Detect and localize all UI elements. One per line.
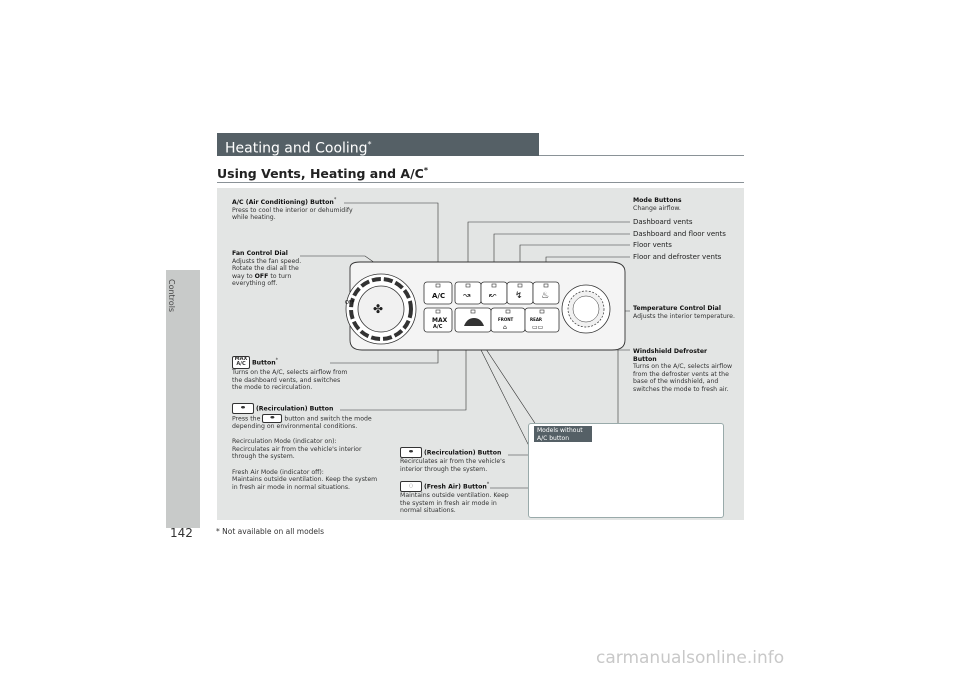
recirculation-icon: ⬬ xyxy=(232,403,254,414)
recirculation-title: (Recirculation) Button xyxy=(255,405,334,413)
recirculation-off-desc: Maintains outside ventilation. Keep the … xyxy=(232,476,378,491)
temperature-callout: Temperature Control Dial Adjusts the int… xyxy=(633,305,743,320)
fan-dial-desc-1: Adjusts the fan speed. xyxy=(232,257,302,265)
inset-tag-1: Models without xyxy=(537,427,583,434)
recirculation-on-head: Recirculation Mode (indicator on): xyxy=(232,438,337,446)
watermark: carmanualsonline.info xyxy=(596,648,785,668)
mode-floor-defroster-vents: Floor and defroster vents xyxy=(633,253,722,261)
fresh-air-callout: ◌ (Fresh Air) Button* Maintains outside … xyxy=(400,481,518,515)
temperature-desc: Adjusts the interior temperature. xyxy=(633,312,735,320)
mode-buttons-callout: Mode Buttons Change airflow. xyxy=(633,197,733,212)
mode-floor-vents: Floor vents xyxy=(633,241,672,249)
fresh-air-icon: ◌ xyxy=(400,481,422,492)
inset-recirculation-callout: ⬬ (Recirculation) Button Recirculates ai… xyxy=(400,447,518,473)
subhead-mark: * xyxy=(423,166,429,175)
off-label: OFF xyxy=(345,300,355,306)
max-ac-icon-bottom: A/C xyxy=(236,361,246,367)
svg-text:⌂: ⌂ xyxy=(503,324,507,331)
header-rule xyxy=(539,155,744,156)
max-panel-label-bottom: A/C xyxy=(433,324,443,330)
inset-recirculation-desc: Recirculates air from the vehicle's inte… xyxy=(400,458,506,473)
rear-panel-label: REAR xyxy=(530,317,542,322)
page-number: 142 xyxy=(170,526,193,540)
max-ac-desc: Turns on the A/C, selects airflow from t… xyxy=(232,369,348,392)
defroster-desc: Turns on the A/C, selects airflow from t… xyxy=(633,363,733,393)
header-title: Heating and Cooling xyxy=(225,140,368,157)
defroster-title-2: Button xyxy=(633,355,657,363)
mode-buttons-title: Mode Buttons xyxy=(633,197,682,204)
inset-recirculation-title: (Recirculation) Button xyxy=(423,449,502,457)
fan-dial-off: OFF xyxy=(254,272,269,280)
footnote: * Not available on all models xyxy=(216,527,325,536)
svg-text:✤: ✤ xyxy=(373,302,383,316)
max-panel-label-top: MAX xyxy=(432,317,448,324)
recirculation-callout: ⬬ (Recirculation) Button Press the ⬬ but… xyxy=(232,403,384,491)
ac-button-desc: Press to cool the interior or dehumidify… xyxy=(232,206,353,222)
recirculation-inline-icon: ⬬ xyxy=(262,414,283,423)
svg-text:↯: ↯ xyxy=(515,291,523,301)
recirculation-desc-2: button and switch the mode depending on … xyxy=(232,415,372,431)
svg-text:↝: ↝ xyxy=(462,291,471,301)
fan-dial-title: Fan Control Dial xyxy=(232,250,288,257)
svg-text:▭▭: ▭▭ xyxy=(532,324,543,331)
inset-recirculation-icon: ⬬ xyxy=(400,447,422,458)
recirculation-on-desc: Recirculates air from the vehicle's inte… xyxy=(232,445,362,461)
temperature-title: Temperature Control Dial xyxy=(633,305,721,312)
mode-dashboard-floor-vents: Dashboard and floor vents xyxy=(633,230,726,238)
front-panel-label: FRONT xyxy=(498,317,514,322)
ac-button-callout: A/C (Air Conditioning) Button* Press to … xyxy=(232,197,367,222)
subhead: Using Vents, Heating and A/C* xyxy=(217,166,428,181)
ac-button-title: A/C (Air Conditioning) Button xyxy=(232,199,334,207)
mode-dashboard-vents: Dashboard vents xyxy=(633,218,693,226)
header-mark: * xyxy=(367,140,372,149)
svg-text:↜: ↜ xyxy=(489,291,497,301)
section-tab xyxy=(166,270,200,528)
ac-panel-label: A/C xyxy=(432,292,445,300)
max-ac-mark: * xyxy=(275,357,279,364)
subhead-rule xyxy=(217,182,744,183)
fresh-air-title: (Fresh Air) Button xyxy=(423,483,487,491)
max-ac-title: Button xyxy=(251,359,276,367)
ac-button-mark: * xyxy=(333,197,337,203)
subhead-title: Using Vents, Heating and A/C xyxy=(217,166,424,182)
recirculation-off-head: Fresh Air Mode (indicator off): xyxy=(232,468,324,476)
svg-text:♨: ♨ xyxy=(541,291,549,301)
section-tab-top xyxy=(166,130,200,270)
fan-dial-desc-2: Rotate the dial all the way to xyxy=(232,265,299,280)
fan-dial-desc-3: to turn everything off. xyxy=(232,272,292,288)
fresh-air-desc: Maintains outside ventilation. Keep the … xyxy=(400,492,509,515)
fan-dial-callout: Fan Control Dial Adjusts the fan speed. … xyxy=(232,250,307,288)
defroster-callout: Windshield Defroster Button Turns on the… xyxy=(633,348,741,394)
max-ac-icon-top: MAX xyxy=(234,356,248,362)
recirculation-desc-1: Press the xyxy=(232,415,261,423)
inset-tag-2: A/C button xyxy=(537,434,570,442)
fresh-air-mark: * xyxy=(486,481,490,488)
section-header: Heating and Cooling* xyxy=(217,133,539,157)
defroster-title-1: Windshield Defroster xyxy=(633,348,708,355)
mode-buttons-desc: Change airflow. xyxy=(633,204,681,212)
